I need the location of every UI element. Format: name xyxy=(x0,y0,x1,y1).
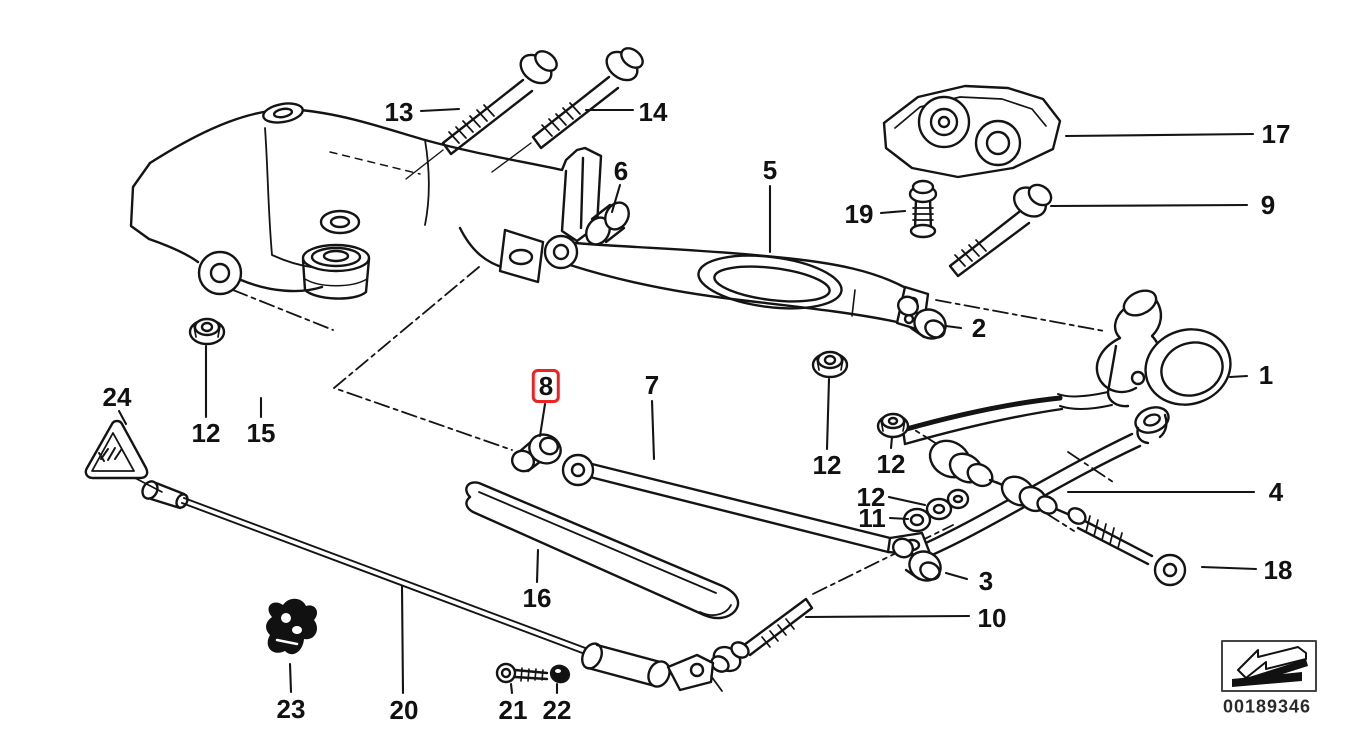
part-bolt-13 xyxy=(405,50,558,180)
part-bolt-10 xyxy=(710,597,814,673)
warning-triangle-icon xyxy=(84,419,163,493)
callout-2[interactable]: 2 xyxy=(971,313,987,343)
callout-9[interactable]: 9 xyxy=(1260,190,1276,220)
part-clip-23 xyxy=(266,598,318,655)
callout-21[interactable]: 21 xyxy=(498,695,528,725)
callout-17[interactable]: 17 xyxy=(1261,119,1291,149)
part-bolt-9 xyxy=(948,183,1053,278)
part-rear-axle-carrier xyxy=(129,102,603,300)
callout-22[interactable]: 22 xyxy=(542,695,572,725)
part-lower-control-arm xyxy=(543,234,930,333)
part-cover-16 xyxy=(465,481,740,620)
part-bolt-21 xyxy=(495,662,549,684)
page-turn-arrow-icon xyxy=(1221,640,1317,692)
callout-15[interactable]: 15 xyxy=(246,418,276,448)
callout-7[interactable]: 7 xyxy=(644,370,660,400)
part-bushing-6 xyxy=(585,201,630,246)
part-link-bolt-18 xyxy=(1067,507,1187,587)
callout-6[interactable]: 6 xyxy=(613,156,629,186)
part-nut-12-left xyxy=(188,317,226,346)
part-nut-22 xyxy=(549,664,571,684)
callout-13[interactable]: 13 xyxy=(384,97,414,127)
part-washers-11-12 xyxy=(902,488,970,533)
callout-12-b[interactable]: 12 xyxy=(812,450,842,480)
part-wheel-carrier-1 xyxy=(1057,289,1232,445)
callout-12-a[interactable]: 12 xyxy=(191,418,221,448)
part-bolt-14 xyxy=(491,47,644,173)
image-number: 00189346 xyxy=(1222,696,1312,717)
callout-11[interactable]: 11 xyxy=(858,503,886,533)
part-bushing-2 xyxy=(897,295,947,340)
part-nut-12-right xyxy=(876,412,910,439)
callout-12-d[interactable]: 12 xyxy=(856,482,886,512)
callout-1[interactable]: 1 xyxy=(1258,360,1274,390)
callout-8-highlighted[interactable]: 8 xyxy=(531,369,561,403)
part-nut-12-center xyxy=(811,350,849,379)
callout-3[interactable]: 3 xyxy=(978,566,994,596)
callout-20[interactable]: 20 xyxy=(389,695,419,725)
callout-5[interactable]: 5 xyxy=(762,155,778,185)
callout-12-c[interactable]: 12 xyxy=(876,449,906,479)
callout-18[interactable]: 18 xyxy=(1263,555,1293,585)
part-guide-link-4 xyxy=(928,439,1072,517)
leader-lines xyxy=(117,107,1258,695)
callout-16[interactable]: 16 xyxy=(522,583,552,613)
callout-23[interactable]: 23 xyxy=(276,694,306,724)
part-bolt-19 xyxy=(908,179,938,239)
callout-14[interactable]: 14 xyxy=(638,97,668,127)
part-brake-cable-20 xyxy=(141,480,723,692)
callout-19[interactable]: 19 xyxy=(844,199,874,229)
callout-24[interactable]: 24 xyxy=(102,382,132,412)
part-support-bracket-17 xyxy=(882,84,1062,179)
part-bushing-8 xyxy=(510,433,562,473)
callout-10[interactable]: 10 xyxy=(977,603,1007,633)
part-bushing-3 xyxy=(892,537,942,582)
callout-4[interactable]: 4 xyxy=(1268,477,1284,507)
